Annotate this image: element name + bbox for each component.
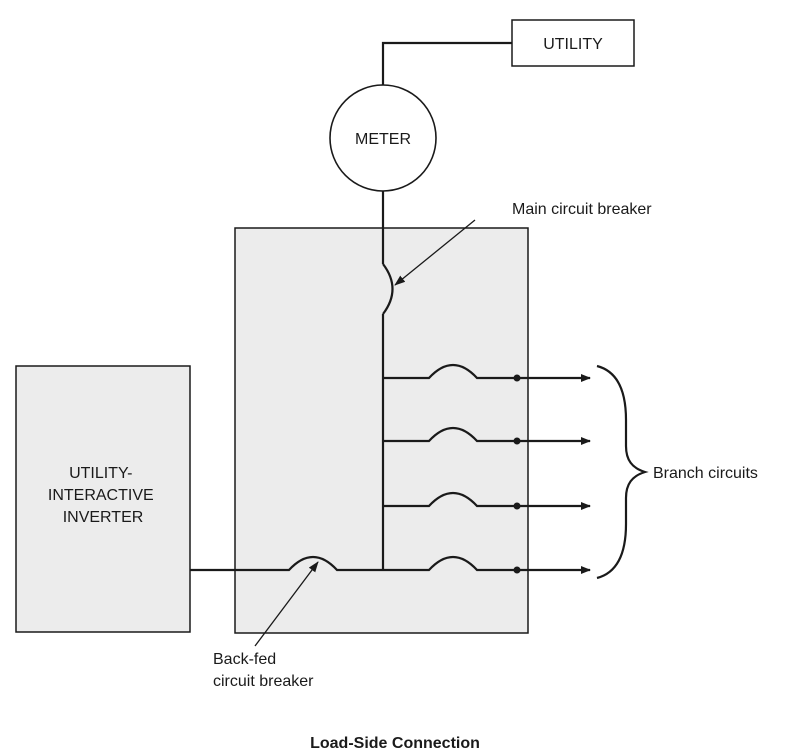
branch-circuit [383,491,591,510]
branch-circuit [383,363,591,382]
branch-circuit [383,555,591,574]
branch-circuit [383,426,591,445]
utility-service-line [381,41,512,86]
branch-brace [596,364,649,580]
main-breaker-label: Main circuit breaker [512,201,652,218]
main-breaker-symbol [382,263,394,315]
backfed-breaker-leader [254,561,319,647]
utility-label: UTILITY [543,36,603,53]
inverter-label: UTILITY- INTERACTIVE INVERTER [48,465,158,526]
backfed-breaker-label: Back-fed circuit breaker [213,651,314,690]
backfed-breaker-line [190,555,383,572]
inverter-box [15,365,191,633]
meter-label: METER [355,131,411,148]
main-breaker-leader [394,219,476,286]
utility-box [511,19,635,67]
branch-circuits-label: Branch circuits [653,465,758,482]
service-panel [234,227,529,634]
diagram-caption: Load-Side Connection [310,735,480,752]
